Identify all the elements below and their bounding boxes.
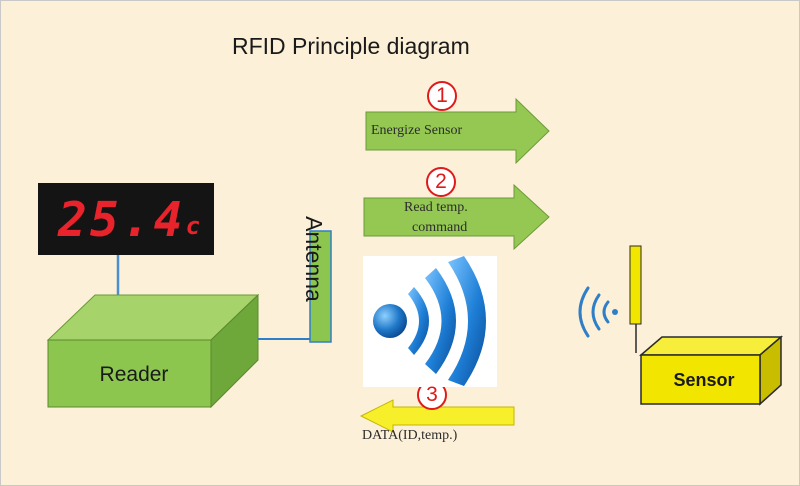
step-3-number: 3	[426, 383, 438, 406]
step-2-circle	[426, 167, 456, 197]
step-1-number: 1	[436, 84, 448, 107]
step-1-circle	[427, 81, 457, 111]
arrow-read-command	[363, 183, 550, 251]
antenna	[309, 230, 332, 343]
signal-dot	[373, 304, 407, 338]
step-3-label: DATA(ID,temp.)	[362, 428, 458, 443]
reader-label: Reader	[99, 363, 169, 386]
sensor-label: Sensor	[673, 370, 735, 390]
step-2-label-line2: command	[412, 220, 468, 235]
sensor-wave-1	[602, 300, 610, 324]
temperature-unit: c	[185, 212, 201, 240]
sensor-front-face	[640, 354, 761, 405]
sensor-wave-dot	[612, 309, 618, 315]
temperature-value: 25.4	[57, 192, 186, 248]
reader-front-face	[47, 339, 212, 408]
step-1-label: Energize Sensor	[371, 123, 463, 138]
signal-wave-3	[448, 256, 486, 386]
antenna-label: Antenna	[301, 216, 327, 302]
temperature-display	[38, 183, 214, 255]
diagram-title: RFID Principle diagram	[232, 33, 470, 59]
arrow-energize	[365, 97, 550, 165]
step-2-number: 2	[435, 170, 447, 193]
step-2-label-line1: Read temp.	[404, 200, 468, 215]
signal-wave-1	[408, 287, 429, 355]
temperature-readout: 25.4c	[43, 185, 215, 255]
signal-wave-2	[425, 268, 456, 374]
sensor-top-face	[638, 336, 784, 356]
sensor-wave-3	[578, 286, 590, 338]
arrow-data	[359, 399, 515, 433]
sensor-antenna	[629, 245, 642, 325]
sensor-wave-2	[591, 293, 601, 331]
